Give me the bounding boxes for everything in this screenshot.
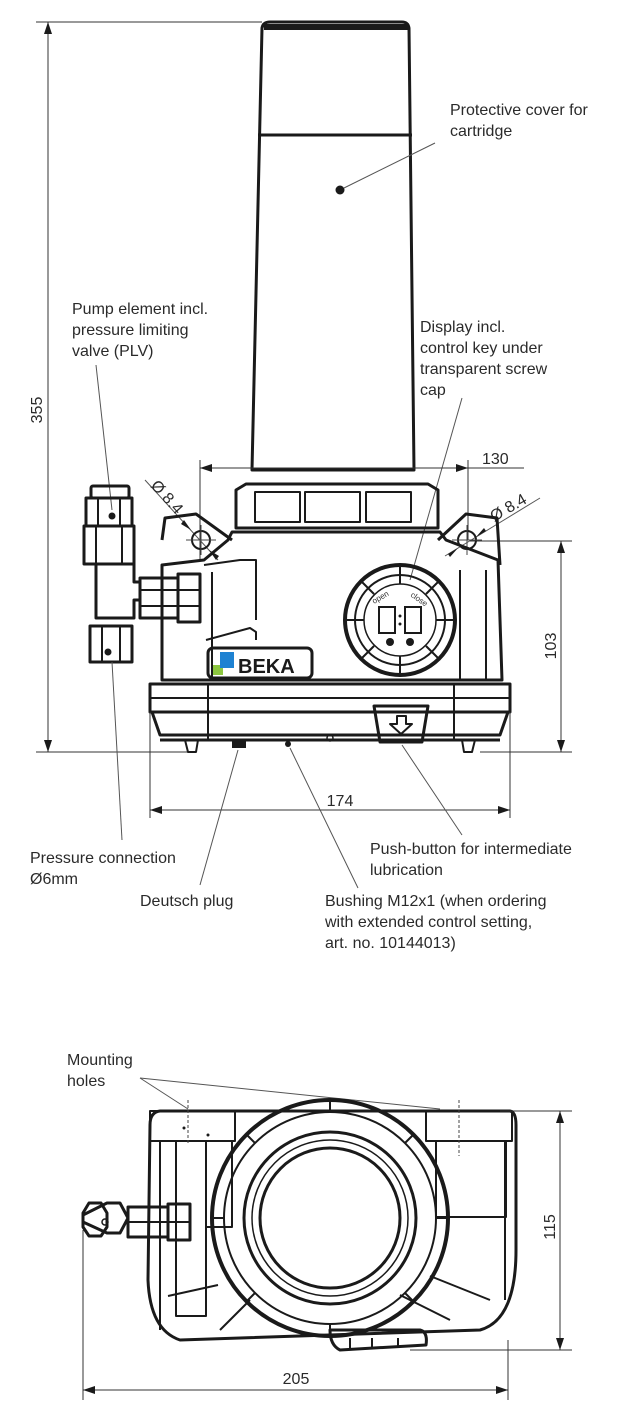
control-key-right [406, 638, 414, 646]
dimension-width-130: 130 [199, 451, 524, 560]
dimension-width-174: 174 [149, 712, 511, 818]
display-digit-right [404, 606, 422, 634]
control-key-left [386, 638, 394, 646]
top-view-body [81, 1098, 518, 1352]
dimension-hole-right: Ø 8.4 [444, 491, 541, 557]
dimension-label-130: 130 [482, 451, 509, 468]
dimension-label-hole-right: Ø 8.4 [488, 491, 530, 525]
dimension-height-103: 103 [470, 540, 572, 753]
dimension-hole-left: Ø 8.4 [144, 477, 219, 561]
label-display: Display incl. control key under transpar… [420, 319, 552, 399]
dimension-label-205: 205 [283, 1371, 310, 1388]
dimension-label-355: 355 [29, 397, 46, 424]
dimension-height-355: 355 [29, 21, 262, 753]
dimension-depth-115: 115 [410, 1110, 572, 1351]
display-digit-left [378, 606, 396, 634]
top-view: Mounting holes [67, 1052, 572, 1400]
pump-body [148, 482, 512, 753]
label-mounting-holes: Mounting holes [67, 1052, 137, 1090]
dimension-label-103: 103 [543, 633, 560, 660]
cartridge-cover [250, 20, 416, 472]
label-push-button: Push-button for intermediate lubrication [370, 841, 576, 879]
dimension-width-205: 205 [82, 1230, 509, 1400]
deutsch-plug [232, 740, 246, 748]
brand-logo: BEKA [206, 646, 314, 680]
label-pressure-connection: Pressure connection Ø6mm [30, 850, 180, 888]
display-open-text: open [371, 589, 391, 606]
logo-blue-square [220, 652, 234, 668]
bushing [285, 741, 291, 747]
label-deutsch-plug: Deutsch plug [140, 893, 233, 910]
logo-green-square [213, 665, 223, 675]
display-cap: open close [343, 563, 457, 677]
label-pump-element: Pump element incl. pressure limiting val… [72, 301, 213, 360]
dimension-label-115: 115 [542, 1214, 559, 1240]
dimension-label-hole-left: Ø 8.4 [147, 477, 186, 518]
pump-element [82, 484, 202, 664]
push-button [372, 704, 430, 744]
logo-text: BEKA [238, 656, 295, 678]
label-bushing: Bushing M12x1 (when ordering with extend… [324, 893, 551, 952]
callout-dot [335, 185, 345, 195]
dimension-label-174: 174 [327, 793, 354, 810]
label-protective-cover: Protective cover for cartridge [450, 102, 592, 140]
front-view: 355 Protective cover for cartridge Pump … [29, 20, 592, 952]
